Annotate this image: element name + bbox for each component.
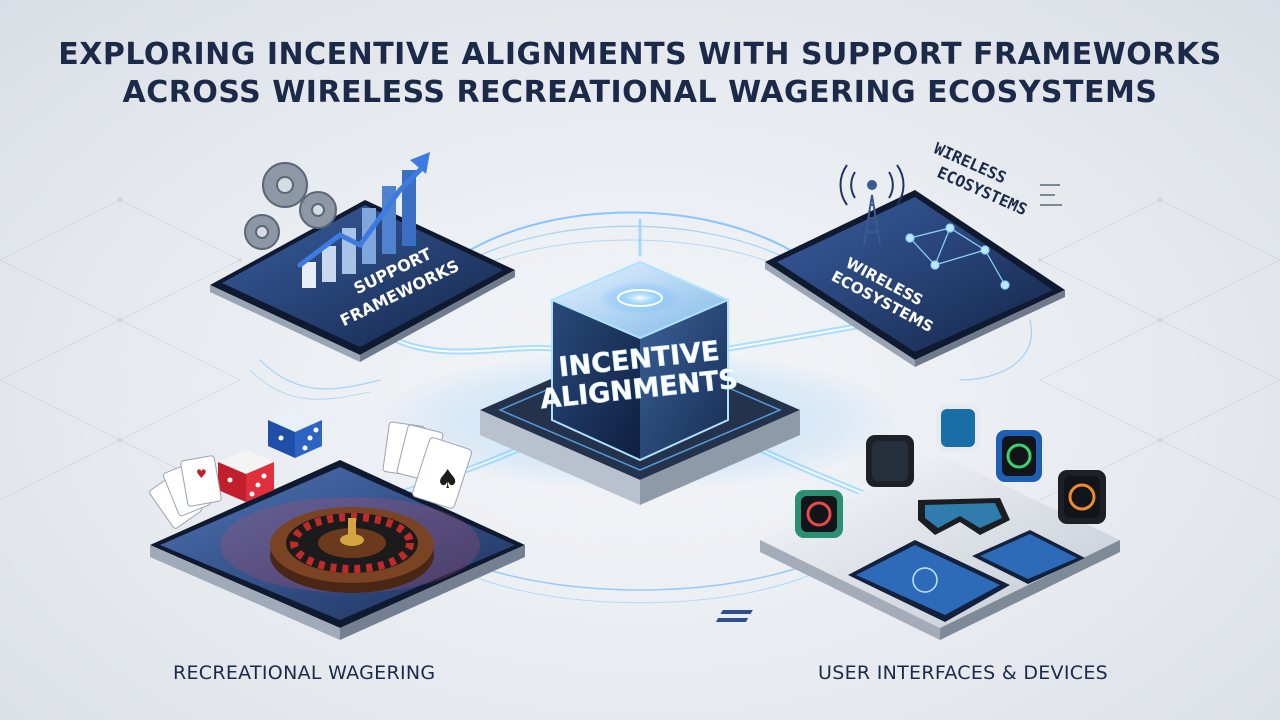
roulette-wheel-icon bbox=[270, 507, 434, 593]
network-icon bbox=[905, 223, 1010, 290]
radio-tower-icon bbox=[839, 164, 905, 246]
caption-recreational-wagering: RECREATIONAL WAGERING bbox=[173, 662, 436, 684]
dice-icon bbox=[218, 408, 322, 502]
tablet-device bbox=[848, 530, 1085, 622]
data-ticks bbox=[1040, 184, 1062, 206]
page-title-line-2: ACROSS WIRELESS RECREATIONAL WAGERING EC… bbox=[122, 75, 1158, 110]
devices-platform bbox=[715, 404, 1120, 640]
growth-arrow-icon bbox=[297, 167, 423, 268]
support-frameworks-tablet: SUPPORT FRAMEWORKS bbox=[210, 152, 515, 362]
vr-glasses-icon bbox=[918, 498, 1010, 535]
incentive-cube: INCENTIVE ALIGNMENTS bbox=[538, 260, 740, 462]
page-title-line-1: EXPLORING INCENTIVE ALIGNMENTS WITH SUPP… bbox=[58, 37, 1222, 72]
smartwatch-icon bbox=[795, 404, 1106, 538]
wireless-ecosystems-tablet: WIRELESS ECOSYSTEMS WIRELESS ECOSYSTEMS bbox=[765, 139, 1065, 367]
svg-text:♠: ♠ bbox=[436, 465, 459, 495]
platform-marker-right bbox=[715, 610, 753, 622]
recreational-wagering-platform: ♥ ♠ bbox=[149, 408, 525, 640]
svg-text:♥: ♥ bbox=[196, 467, 207, 481]
caption-user-interfaces-devices: USER INTERFACES & DEVICES bbox=[818, 662, 1108, 684]
playing-cards-icon: ♥ ♠ bbox=[149, 421, 472, 529]
gear-icon bbox=[244, 162, 337, 250]
